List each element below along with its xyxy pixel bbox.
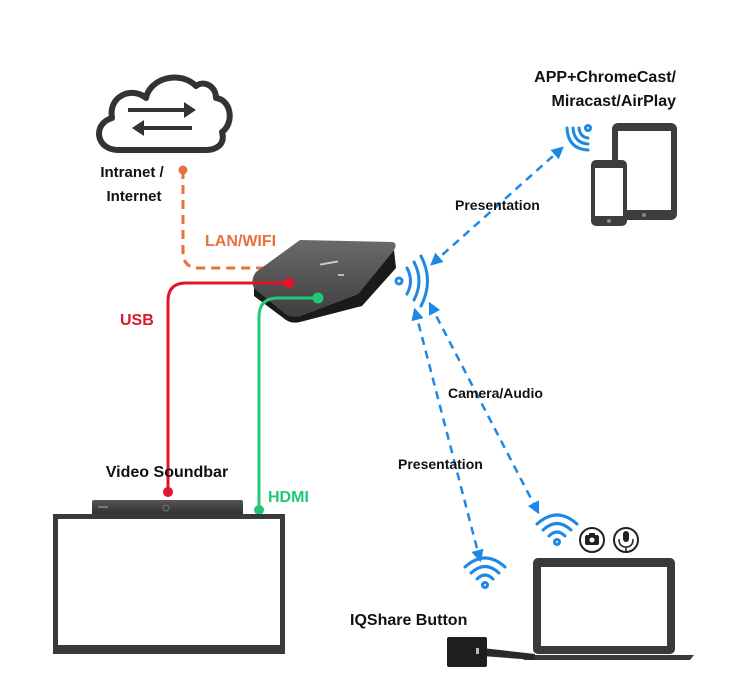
cloud-label-line1: Intranet /: [100, 164, 164, 181]
usb-connection: [163, 277, 295, 497]
presentation-mobile-arrow: [430, 146, 564, 266]
mobile-label-line2: Miracast/AirPlay: [551, 93, 676, 110]
tablet-phone-icon: [591, 123, 677, 226]
hdmi-connection: [254, 292, 324, 515]
usb-label: USB: [120, 312, 154, 329]
mobile-label-line1: APP+ChromeCast/: [534, 69, 676, 86]
presentation-button-arrow: [411, 307, 484, 563]
button-wifi-icon: [463, 556, 507, 589]
hub-wifi-waves-icon: [394, 254, 429, 308]
interactive-display-icon: [53, 514, 285, 654]
presentation-mobile-label: Presentation: [455, 197, 540, 213]
cloud-label-line2: Internet: [106, 188, 161, 205]
cloud-sync-icon: [96, 74, 233, 153]
laptop-icon: [520, 558, 694, 660]
wireless-presentation-box-icon: [252, 240, 396, 323]
iqshare-button-label: IQShare Button: [350, 612, 467, 629]
microphone-icon: [613, 527, 639, 553]
camera-audio-arrow: [428, 301, 540, 515]
mobile-wifi-waves-icon: [565, 124, 592, 152]
presentation-button-label: Presentation: [398, 456, 483, 472]
soundbar-label: Video Soundbar: [106, 464, 228, 481]
usb-dongle-icon: [447, 637, 535, 667]
camera-icon: [579, 527, 605, 553]
video-soundbar-icon: [92, 500, 243, 516]
laptop-wifi-icon: [535, 513, 579, 546]
hdmi-label: HDMI: [268, 489, 309, 506]
camera-audio-label: Camera/Audio: [448, 385, 543, 401]
lan-label: LAN/WIFI: [205, 233, 276, 250]
